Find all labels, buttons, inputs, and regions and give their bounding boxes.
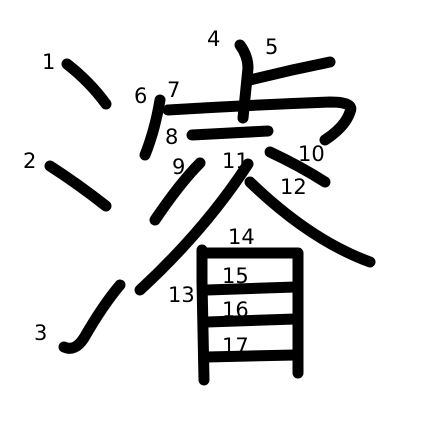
stroke-number-11: 11: [222, 149, 249, 173]
stroke-14: [199, 247, 304, 379]
stroke-6: [139, 94, 166, 161]
stroke-number-4: 4: [207, 27, 220, 51]
stroke-number-16: 16: [222, 298, 249, 322]
stroke-number-6: 6: [134, 84, 147, 108]
stroke-number-14: 14: [228, 225, 255, 249]
stroke-9: [149, 157, 206, 226]
stroke-3: [58, 279, 126, 354]
stroke-2: [44, 160, 112, 212]
stroke-number-12: 12: [280, 175, 307, 199]
stroke-1: [61, 58, 112, 110]
stroke-10: [264, 146, 331, 188]
stroke-number-7: 7: [167, 78, 180, 102]
stroke-number-2: 2: [23, 149, 36, 173]
stroke-8: [186, 125, 274, 141]
stroke-4: [234, 39, 254, 124]
stroke-11: [134, 158, 254, 296]
stroke-7: [162, 96, 357, 146]
stroke-5: [244, 56, 336, 86]
stroke-number-13: 13: [168, 283, 195, 307]
stroke-number-1: 1: [42, 50, 55, 74]
stroke-number-8: 8: [165, 125, 178, 149]
stroke-15: [201, 281, 301, 296]
stroke-number-10: 10: [298, 142, 325, 166]
stroke-number-5: 5: [265, 35, 278, 59]
stroke-number-9: 9: [172, 155, 185, 179]
stroke-number-3: 3: [34, 321, 47, 345]
stroke-16: [201, 313, 301, 328]
stroke-12: [244, 176, 376, 268]
stroke-number-17: 17: [222, 334, 249, 358]
stroke-13: [196, 244, 210, 386]
stroke-number-15: 15: [222, 264, 249, 288]
stroke-17: [201, 349, 301, 363]
